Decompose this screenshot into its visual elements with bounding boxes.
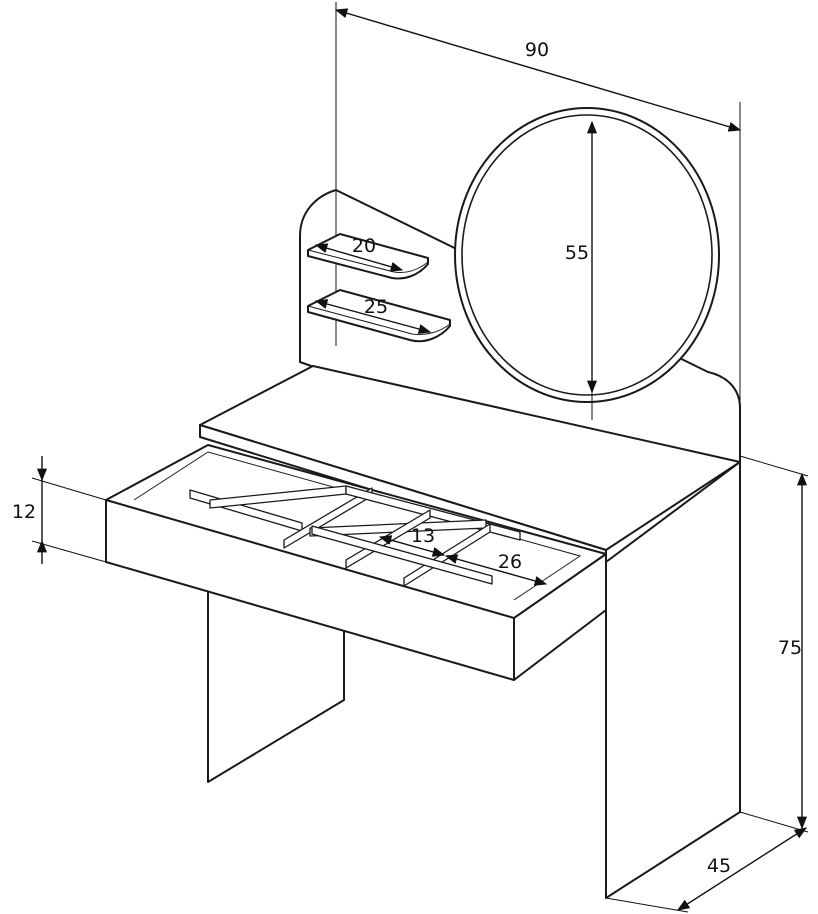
label-depth: 45 [707,855,731,877]
dimension-compartment-large: 26 [444,551,548,586]
label-compartment-small: 13 [411,525,435,547]
label-drawer-height: 12 [12,501,36,523]
dimension-depth: 45 [605,827,808,913]
label-shelf-lower: 25 [364,296,388,318]
leg-right [605,461,741,899]
dimension-shelf-upper: 20 [314,235,404,272]
label-shelf-upper: 20 [352,235,376,257]
label-mirror-diameter: 55 [565,242,589,264]
dimension-mirror: 55 [565,120,598,420]
label-width: 90 [525,39,549,61]
dimension-width: 90 [334,2,742,408]
dimension-compartment-small: 13 [378,525,446,557]
dimension-height: 75 [739,455,809,833]
dimension-drawer-height: 12 [12,456,107,564]
label-height: 75 [778,637,802,659]
label-compartment-large: 26 [498,551,522,573]
dimension-shelf-lower: 25 [314,296,432,334]
